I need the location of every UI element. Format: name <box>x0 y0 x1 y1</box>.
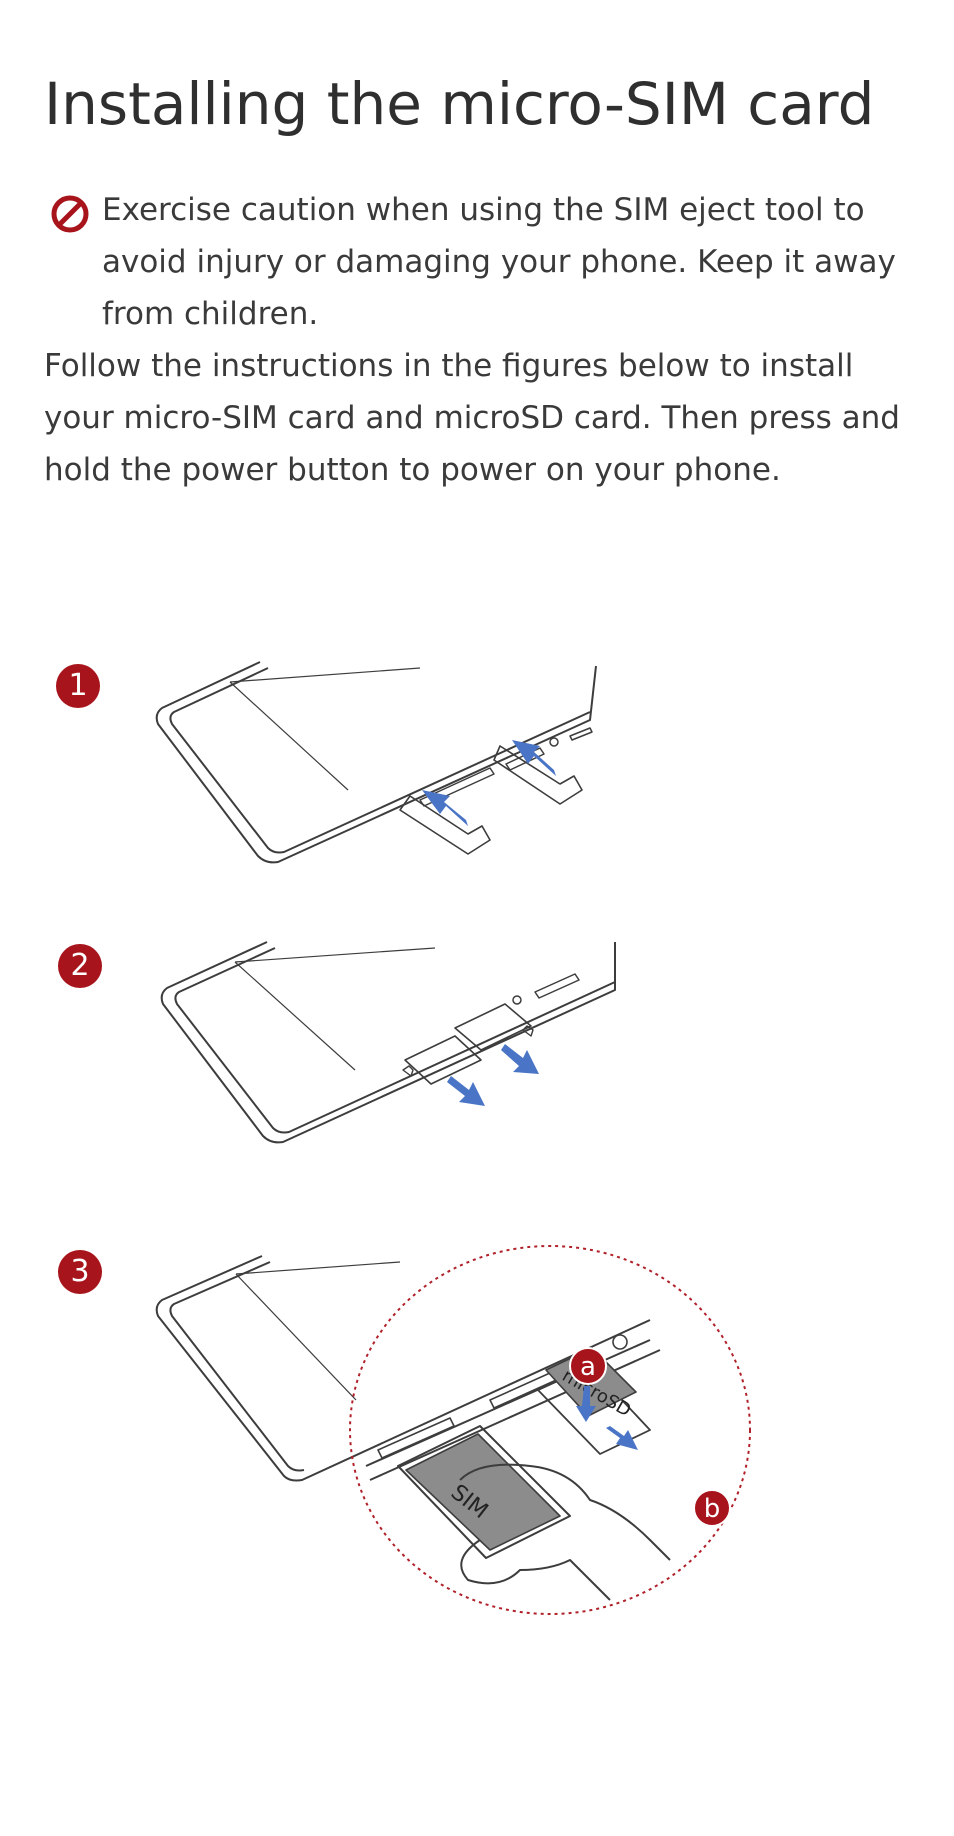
step-number-1: 1 <box>56 664 100 708</box>
step-number-3: 3 <box>58 1250 102 1294</box>
page-title: Installing the micro-SIM card <box>44 70 875 138</box>
arrow-icon <box>447 1044 539 1106</box>
figure-step-2 <box>155 930 625 1150</box>
callout-a: a <box>569 1347 607 1385</box>
instructions-text: Follow the instructions in the figures b… <box>44 348 900 488</box>
caution-note: Exercise caution when using the SIM ejec… <box>44 184 924 340</box>
callout-b-label: b <box>704 1494 721 1524</box>
figure-step-3: SIM microSD a b <box>150 1240 790 1640</box>
figure-step-1 <box>150 650 610 870</box>
caution-text: Exercise caution when using the SIM ejec… <box>102 192 896 332</box>
callout-b: b <box>693 1489 731 1527</box>
arrow-icon <box>576 1386 638 1450</box>
step-number-2: 2 <box>58 944 102 988</box>
callout-a-label: a <box>580 1352 596 1382</box>
prohibited-icon <box>51 195 89 233</box>
arrow-icon <box>422 740 556 826</box>
